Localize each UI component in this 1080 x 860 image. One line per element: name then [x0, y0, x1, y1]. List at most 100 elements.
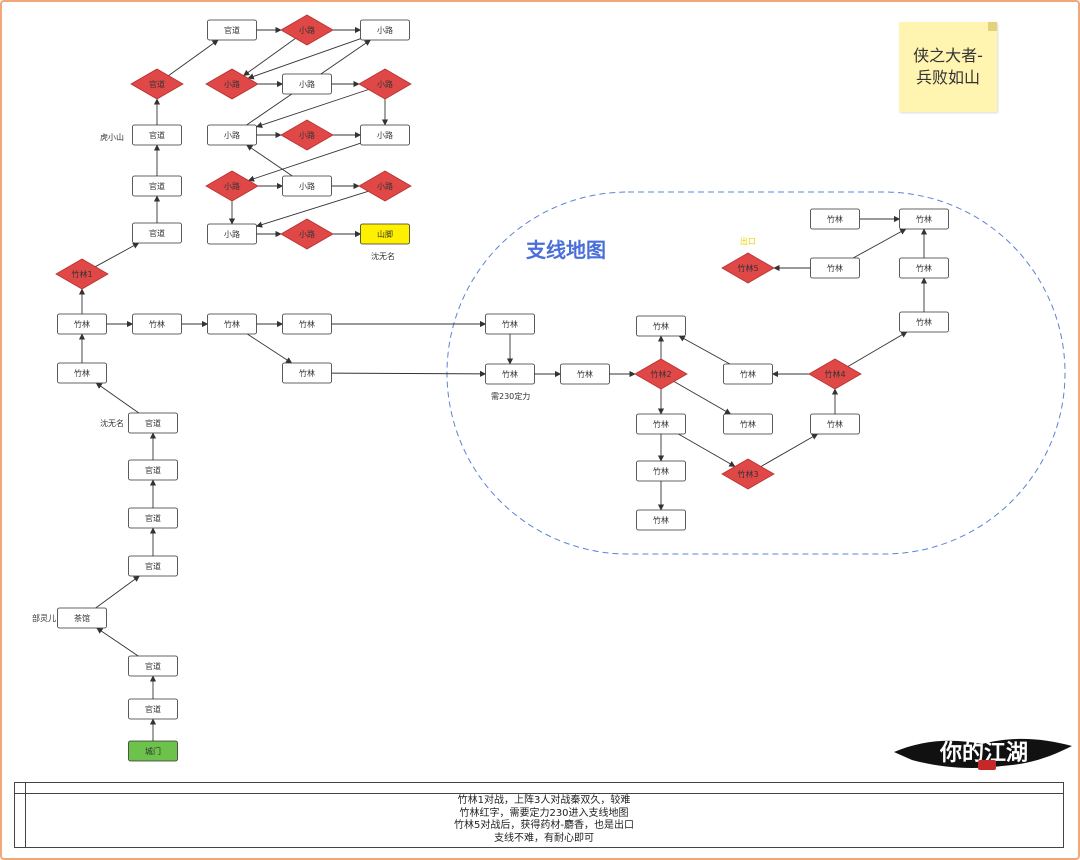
diamond-node[interactable]: 竹林5 [721, 252, 775, 284]
node-label: 竹林 [502, 369, 518, 379]
node-shape [723, 363, 773, 385]
box-node[interactable]: 官道 [128, 555, 178, 577]
node-label: 竹林 [299, 319, 315, 329]
node-label: 竹林 [502, 319, 518, 329]
box-node[interactable]: 竹林 [810, 208, 860, 230]
node-shape [485, 363, 535, 385]
node-shape [57, 607, 107, 629]
box-node[interactable]: 山脚 [360, 223, 410, 245]
box-node[interactable]: 小路 [207, 124, 257, 146]
box-node[interactable]: 小路 [360, 124, 410, 146]
diamond-node[interactable]: 竹林3 [721, 458, 775, 490]
node-label: 小路 [224, 229, 240, 239]
box-node[interactable]: 茶馆 [57, 607, 107, 629]
table-index-column [25, 783, 26, 847]
box-node[interactable]: 竹林 [899, 311, 949, 333]
note-line: 支线不难，有耐心即可 [494, 832, 594, 844]
node-shape [282, 313, 332, 335]
box-node[interactable]: 官道 [207, 19, 257, 41]
box-node[interactable]: 竹林 [636, 509, 686, 531]
edge-arrow [678, 335, 731, 365]
box-node[interactable]: 竹林 [899, 257, 949, 279]
node-shape [360, 124, 410, 146]
diamond-node[interactable]: 小路 [205, 68, 259, 100]
diamond-node[interactable]: 小路 [280, 14, 334, 46]
diamond-node[interactable]: 小路 [280, 119, 334, 151]
node-shape [810, 413, 860, 435]
diamond-node[interactable]: 小路 [358, 170, 412, 202]
box-node[interactable]: 竹林 [282, 313, 332, 335]
box-node[interactable]: 小路 [207, 223, 257, 245]
node-label: 竹林 [916, 214, 932, 224]
diamond-node[interactable]: 小路 [358, 68, 412, 100]
box-node[interactable]: 小路 [282, 175, 332, 197]
node-shape [282, 73, 332, 95]
branch-area-outline [446, 191, 1066, 555]
node-label: 竹林1 [71, 269, 92, 279]
box-node[interactable]: 竹林 [485, 313, 535, 335]
diamond-node[interactable]: 竹林1 [55, 258, 109, 290]
node-shape [358, 68, 412, 100]
edge-arrow [95, 575, 140, 609]
box-node[interactable]: 竹林 [810, 257, 860, 279]
box-node[interactable]: 官道 [132, 124, 182, 146]
node-shape [128, 507, 178, 529]
node-label: 城门 [145, 746, 161, 756]
sticky-note[interactable]: 侠之大者- 兵败如山 [899, 22, 997, 112]
box-node[interactable]: 竹林 [636, 460, 686, 482]
edge-arrow [243, 37, 296, 77]
node-shape [282, 175, 332, 197]
node-shape [721, 458, 775, 490]
box-node[interactable]: 竹林 [207, 313, 257, 335]
diamond-node[interactable]: 小路 [280, 218, 334, 250]
box-node[interactable]: 竹林 [57, 313, 107, 335]
diamond-node[interactable]: 小路 [205, 170, 259, 202]
box-node[interactable]: 竹林 [282, 362, 332, 384]
box-node[interactable]: 竹林 [636, 413, 686, 435]
node-shape [128, 740, 178, 762]
diamond-node[interactable]: 竹林2 [634, 358, 688, 390]
edge-arrow [246, 144, 293, 177]
box-node[interactable]: 小路 [282, 73, 332, 95]
edge-arrow [673, 381, 732, 415]
box-node[interactable]: 竹林 [485, 363, 535, 385]
box-node[interactable]: 官道 [128, 698, 178, 720]
node-label: 竹林 [827, 263, 843, 273]
box-node[interactable]: 竹林 [636, 315, 686, 337]
logo-seal-icon [978, 760, 996, 770]
node-label: 官道 [224, 25, 240, 35]
note-line: 竹林5对战后，获得药材-麝香，也是出口 [454, 820, 634, 831]
node-shape [899, 311, 949, 333]
box-node[interactable]: 竹林 [560, 363, 610, 385]
node-label: 官道 [145, 561, 161, 571]
node-label: 竹林 [149, 319, 165, 329]
box-node[interactable]: 小路 [360, 19, 410, 41]
diamond-node[interactable]: 官道 [130, 68, 184, 100]
box-node[interactable]: 竹林 [810, 413, 860, 435]
box-node[interactable]: 官道 [128, 655, 178, 677]
node-label: 小路 [299, 181, 315, 191]
edge-arrow [852, 228, 907, 259]
node-shape [808, 358, 862, 390]
box-node[interactable]: 竹林 [899, 208, 949, 230]
box-node[interactable]: 竹林 [723, 363, 773, 385]
node-label: 竹林5 [737, 263, 758, 273]
box-node[interactable]: 官道 [132, 222, 182, 244]
box-node[interactable]: 官道 [128, 507, 178, 529]
diamond-node[interactable]: 竹林4 [808, 358, 862, 390]
node-label: 官道 [149, 228, 165, 238]
box-node[interactable]: 官道 [128, 459, 178, 481]
node-label: 竹林 [74, 319, 90, 329]
box-node[interactable]: 官道 [128, 412, 178, 434]
box-node[interactable]: 竹林 [57, 362, 107, 384]
box-node[interactable]: 竹林 [723, 413, 773, 435]
node-shape [128, 655, 178, 677]
node-shape [128, 459, 178, 481]
edge-arrow [168, 39, 219, 77]
box-node[interactable]: 官道 [132, 175, 182, 197]
node-label: 小路 [299, 79, 315, 89]
node-shape [899, 257, 949, 279]
box-node[interactable]: 竹林 [132, 313, 182, 335]
box-node[interactable]: 城门 [128, 740, 178, 762]
node-shape [205, 68, 259, 100]
